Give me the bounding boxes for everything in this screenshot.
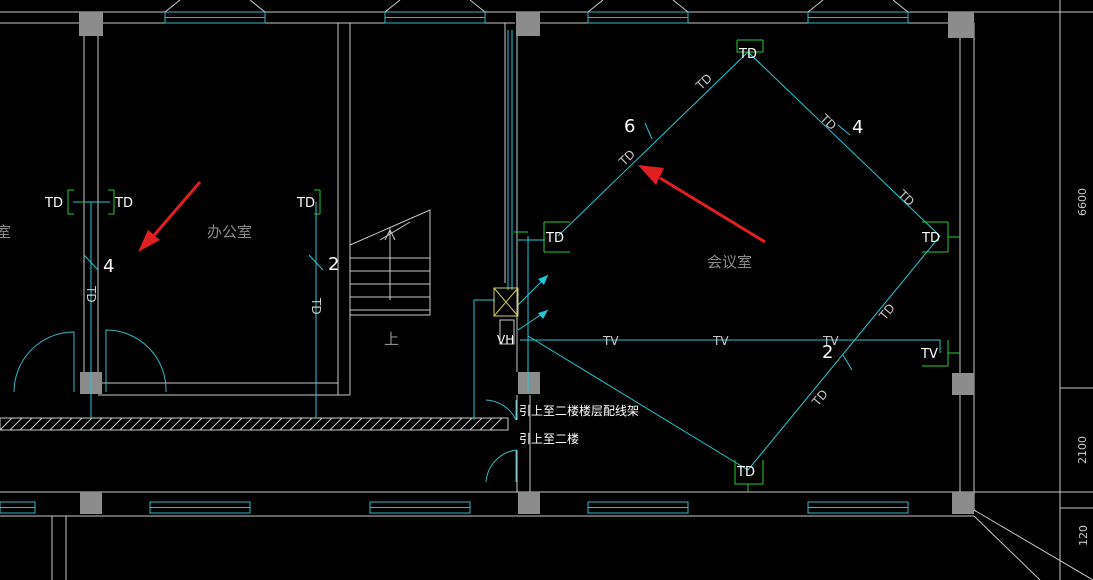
window-frames <box>164 0 909 13</box>
outlet-td-office-2: TD <box>114 196 133 211</box>
arrowheads-cyan <box>538 275 548 319</box>
outlet-td-bottom: TD <box>736 465 755 480</box>
count-meeting-lower: 2 <box>822 342 833 363</box>
room-label-meeting: 会议室 <box>707 253 752 271</box>
cable-label-tv2: TV <box>712 334 729 348</box>
cable-label-tv3: TV <box>822 334 839 348</box>
column-square <box>80 492 102 514</box>
count-labels: 4 2 6 4 2 <box>103 116 863 363</box>
cable-label-td-v2: TD <box>309 297 323 315</box>
dimension-2100: 2100 <box>1076 436 1089 464</box>
door-swing <box>485 399 517 421</box>
hatched-wall <box>0 417 509 431</box>
stair-up-label: 上 <box>384 330 399 348</box>
door-swing <box>13 331 75 393</box>
outlet-td-left: TD <box>545 231 564 246</box>
doors <box>13 329 517 483</box>
red-annotation-arrow-meeting <box>638 165 766 244</box>
red-annotation-arrow-office <box>138 181 202 252</box>
column-square <box>952 373 974 395</box>
column-square <box>948 12 974 38</box>
columns <box>79 12 974 514</box>
column-square <box>516 12 540 36</box>
outlet-td-top: TD <box>738 47 757 62</box>
outlet-td-office-1: TD <box>44 196 63 211</box>
dimension-120: 120 <box>1077 525 1090 546</box>
dimension-6600: 6600 <box>1076 188 1089 216</box>
junction-box <box>493 287 519 345</box>
door-swing <box>485 449 517 483</box>
windows <box>0 11 909 514</box>
cable-label-tv1: TV <box>602 334 619 348</box>
room-label-office: 办公室 <box>207 223 252 241</box>
riser-note-1: 引上至二楼楼层配线架 <box>519 403 639 418</box>
riser-note-2: 引上至二楼 <box>519 431 579 446</box>
outlet-brackets <box>67 39 960 492</box>
column-square <box>518 492 540 514</box>
cable-runs <box>73 30 941 471</box>
column-square <box>952 492 974 514</box>
vh-label: VH <box>497 333 514 347</box>
outlet-td-right: TD <box>921 231 940 246</box>
cable-label-td-v1: TD <box>84 285 98 303</box>
equipment-labels: VH 引上至二楼楼层配线架 引上至二楼 <box>497 333 639 446</box>
door-swing <box>105 329 167 393</box>
count-office-run-2: 2 <box>328 254 339 275</box>
count-ticks <box>83 122 853 371</box>
outlet-tv-right: TV <box>920 347 938 362</box>
column-square <box>518 372 540 394</box>
room-labels: 室 办公室 会议室 上 <box>0 223 752 348</box>
dimension-labels: 6600 2100 120 <box>1076 188 1090 546</box>
count-meeting-upper-right: 4 <box>852 117 863 138</box>
column-square <box>79 12 103 36</box>
outlet-labels: TD TD TD TD TD TD TD TV <box>44 47 940 480</box>
outlet-td-office-3: TD <box>296 196 315 211</box>
stairs <box>349 209 431 316</box>
count-office-run-1: 4 <box>103 256 114 277</box>
count-meeting-upper-left: 6 <box>624 116 635 137</box>
room-label-left: 室 <box>0 223 11 241</box>
